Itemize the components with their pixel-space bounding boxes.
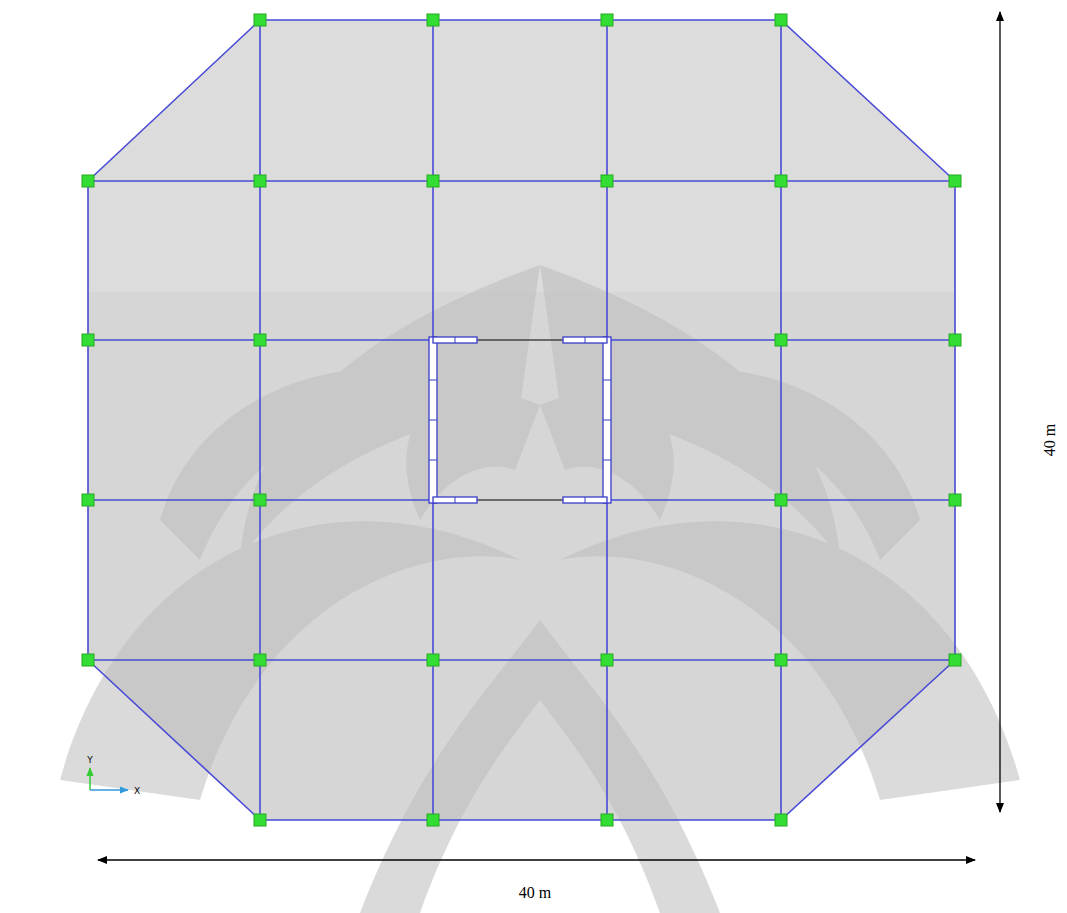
wall-joint [455, 337, 456, 343]
wall-joint [603, 460, 611, 461]
axis-indicator [90, 768, 128, 790]
watermark-logo [60, 265, 1020, 913]
wall-joint [585, 337, 586, 343]
watermark-shape [160, 369, 500, 560]
dimension-line [999, 12, 1000, 812]
shear-wall [603, 337, 611, 503]
wall-joint [429, 460, 437, 461]
dimension-line [98, 859, 975, 860]
wall-joint [429, 380, 437, 381]
column [949, 175, 961, 187]
column [949, 334, 961, 346]
column [254, 175, 266, 187]
wall-joint [585, 497, 586, 503]
watermark-shape [360, 620, 720, 913]
wall-joint [603, 380, 611, 381]
grid-line [780, 20, 782, 820]
shear-wall [429, 337, 437, 503]
column [254, 14, 266, 26]
y-axis-arrow [89, 768, 91, 790]
slab-edge [88, 20, 955, 820]
grid-line [88, 659, 955, 661]
column [427, 14, 439, 26]
dimension-lines [98, 12, 1000, 860]
column [775, 814, 787, 826]
x-axis-arrow [90, 789, 128, 791]
axis-label: X [134, 787, 140, 796]
column [82, 334, 94, 346]
shear-wall [563, 337, 607, 343]
column [254, 334, 266, 346]
columns [82, 14, 961, 826]
column [949, 494, 961, 506]
column [254, 814, 266, 826]
column [949, 654, 961, 666]
grid-line [88, 180, 955, 182]
column [254, 494, 266, 506]
grid-lines [88, 20, 955, 820]
column [601, 654, 613, 666]
column [775, 14, 787, 26]
wall-joint [455, 497, 456, 503]
column [427, 175, 439, 187]
column [601, 814, 613, 826]
column [82, 654, 94, 666]
grid-line [259, 20, 261, 820]
column [775, 175, 787, 187]
shear-wall [563, 497, 607, 503]
column [775, 494, 787, 506]
column [427, 654, 439, 666]
column [82, 494, 94, 506]
column [775, 654, 787, 666]
column [601, 14, 613, 26]
column [254, 654, 266, 666]
watermark-shape [580, 369, 920, 560]
shear-wall-core [429, 337, 611, 503]
wall-joint [429, 420, 437, 421]
shear-wall [433, 337, 477, 343]
column [775, 334, 787, 346]
dimension-label: 40 m [1042, 424, 1058, 456]
shear-wall [433, 497, 477, 503]
wall-joint [603, 420, 611, 421]
axis-label: Y [87, 756, 93, 765]
dimension-label: 40 m [519, 885, 551, 901]
column [82, 175, 94, 187]
column [601, 175, 613, 187]
column [427, 814, 439, 826]
